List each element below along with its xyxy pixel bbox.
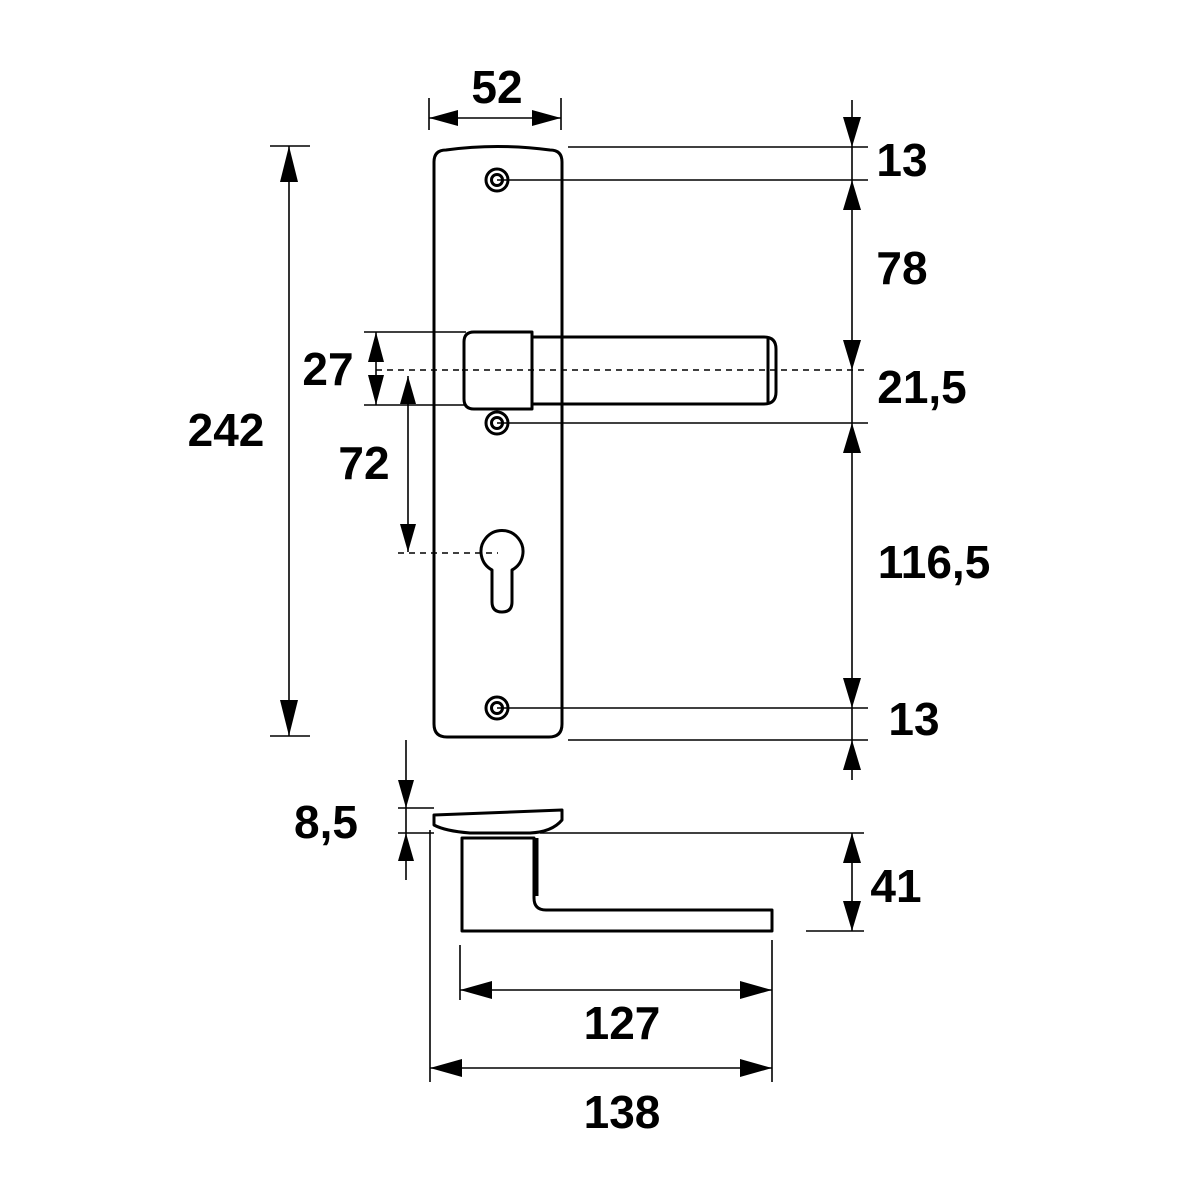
handle-profile [460, 836, 774, 933]
keyhole-icon [479, 529, 525, 614]
dimension-plate-width: 52 [471, 61, 522, 113]
dimension-lines [270, 98, 868, 1082]
dimension-handle-offset: 21,5 [877, 361, 967, 413]
dimension-plate-height: 242 [188, 404, 265, 456]
dimension-plate-thickness: 8,5 [294, 796, 358, 848]
dimension-handle-height: 27 [302, 343, 353, 395]
dimension-handle-projection: 41 [870, 860, 921, 912]
backplate-outline [432, 145, 564, 739]
dimension-handle-to-bottom-screw: 116,5 [878, 536, 991, 588]
dimension-labels: 52 242 13 78 21,5 116,5 13 27 72 8,5 41 … [188, 61, 991, 1138]
dimension-bottom-margin: 13 [888, 693, 939, 745]
dimension-screw-to-handle: 78 [876, 242, 927, 294]
dimension-handle-length: 127 [584, 997, 661, 1049]
plate-profile [432, 808, 564, 835]
dimension-top-margin: 13 [876, 134, 927, 186]
dimension-handle-to-keyhole: 72 [338, 437, 389, 489]
side-view [432, 808, 774, 933]
dimension-total-length: 138 [584, 1086, 661, 1138]
front-view [432, 145, 778, 739]
